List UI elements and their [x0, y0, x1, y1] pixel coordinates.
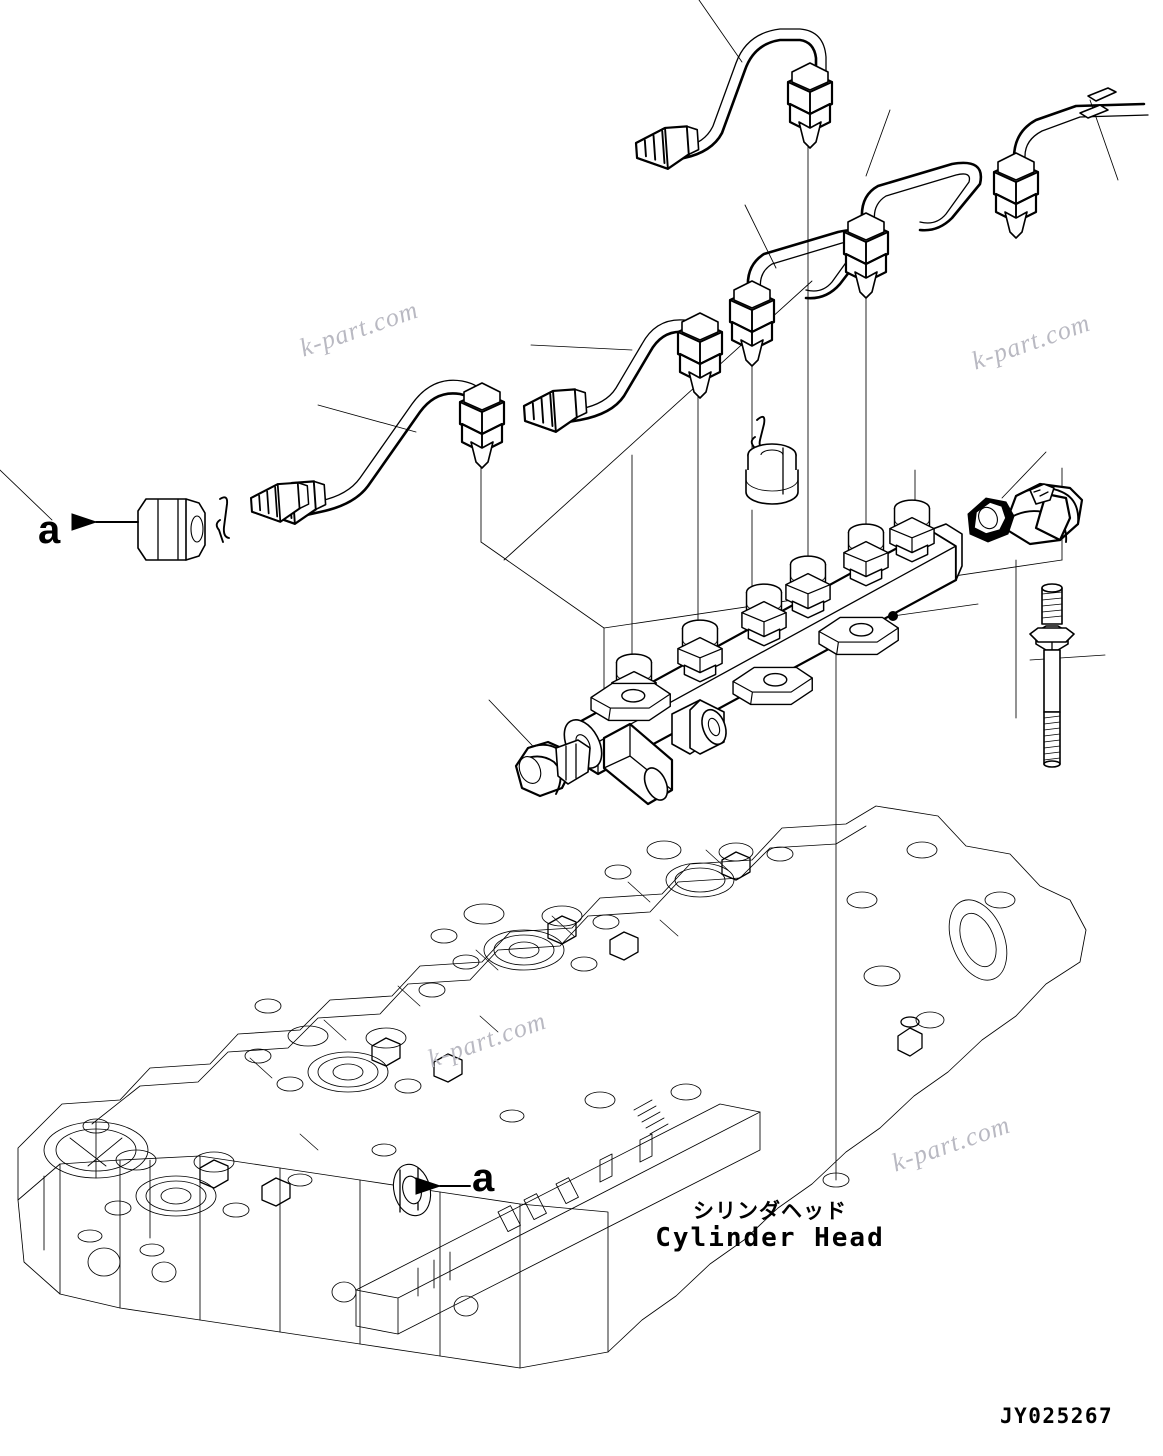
rail-port-6: [889, 499, 935, 563]
rail-outlet-spigot[interactable]: [671, 699, 730, 755]
casting-mark: [633, 1099, 669, 1135]
rail-port-3: [741, 583, 787, 647]
part-injector-sleeve[interactable]: [137, 498, 206, 561]
callout-a-detail: a: [38, 508, 61, 552]
rail-inlet-tube[interactable]: [602, 722, 674, 806]
diagram-caption: シリンダヘッド Cylinder Head: [620, 1199, 920, 1253]
rail-port-2: [677, 619, 723, 683]
caption-japanese: シリンダヘッド: [693, 1199, 847, 1223]
part-mounting-bolt[interactable]: [1029, 583, 1075, 768]
part-pressure-limiter-valve[interactable]: [514, 739, 591, 798]
part-pressure-sensor[interactable]: [967, 482, 1084, 546]
part-fuel-line-3[interactable]: [842, 161, 983, 300]
caption-english: Cylinder Head: [655, 1222, 885, 1253]
part-fuel-line-4[interactable]: [992, 87, 1149, 240]
part-fuel-line-5[interactable]: [521, 311, 724, 436]
callout-arrow-a-head: [415, 1177, 471, 1195]
part-fuel-line-6[interactable]: [260, 379, 506, 528]
rail-port-4: [785, 555, 831, 619]
leader-lines: [0, 0, 1119, 763]
part-cylinder-head[interactable]: [17, 805, 1087, 1369]
part-injector-clip[interactable]: [215, 496, 230, 543]
callout-a-head: a: [472, 1156, 495, 1200]
rail-leader-dot: [888, 611, 898, 621]
callout-arrow-a-left: [71, 513, 139, 531]
drawing-number: JY025267: [1000, 1404, 1114, 1428]
part-rail-cap[interactable]: [745, 443, 799, 505]
rail-port-5: [843, 523, 889, 587]
part-fuel-line-1[interactable]: [633, 28, 834, 173]
